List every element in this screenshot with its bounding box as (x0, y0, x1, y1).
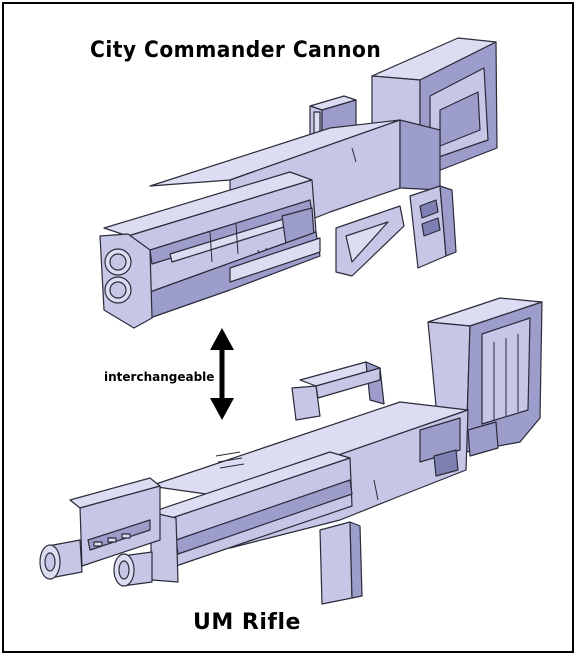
cannon-illustration (99, 37, 498, 329)
double-headed-vertical-arrow-icon (210, 328, 234, 420)
rifle-illustration (39, 297, 543, 605)
interchangeable-label: interchangeable (104, 370, 215, 384)
rifle-title: UM Rifle (193, 610, 301, 635)
